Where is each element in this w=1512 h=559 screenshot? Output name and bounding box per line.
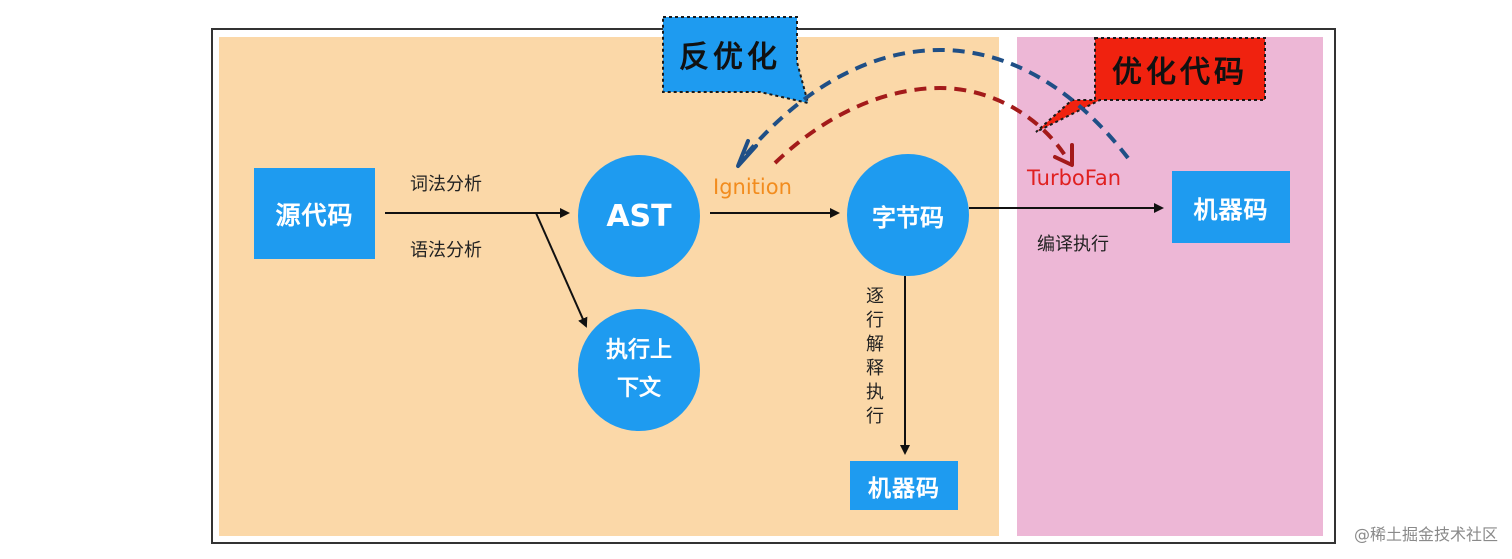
source-code-box: 源代码 bbox=[254, 168, 375, 259]
syntax-analysis-label: 语法分析 bbox=[410, 240, 482, 261]
turbofan-label: TurboFan bbox=[1027, 166, 1122, 190]
optimize-code-callout-label: 优化代码 bbox=[1112, 55, 1248, 90]
lexical-analysis-label: 词法分析 bbox=[410, 174, 482, 195]
interpret-line-by-line-label: 逐行解释执行 bbox=[863, 286, 884, 430]
bytecode-label: 字节码 bbox=[872, 203, 944, 232]
execution-context-node: 执行上 下文 bbox=[578, 309, 700, 431]
execution-context-label-line2: 下文 bbox=[616, 376, 661, 401]
compile-execute-label: 编译执行 bbox=[1037, 234, 1109, 255]
bytecode-node: 字节码 bbox=[847, 154, 969, 276]
ast-node: AST bbox=[578, 155, 700, 277]
ast-label: AST bbox=[606, 198, 672, 234]
deoptimize-callout-label: 反优化 bbox=[679, 40, 781, 75]
machine-code-box-right: 机器码 bbox=[1172, 171, 1290, 243]
compiler-panel bbox=[1017, 37, 1323, 536]
machine-code-box-bottom: 机器码 bbox=[850, 461, 958, 510]
ignition-label: Ignition bbox=[713, 175, 792, 199]
execution-context-label-line1: 执行上 bbox=[605, 338, 672, 363]
watermark: @稀土掘金技术社区 bbox=[1353, 525, 1498, 544]
